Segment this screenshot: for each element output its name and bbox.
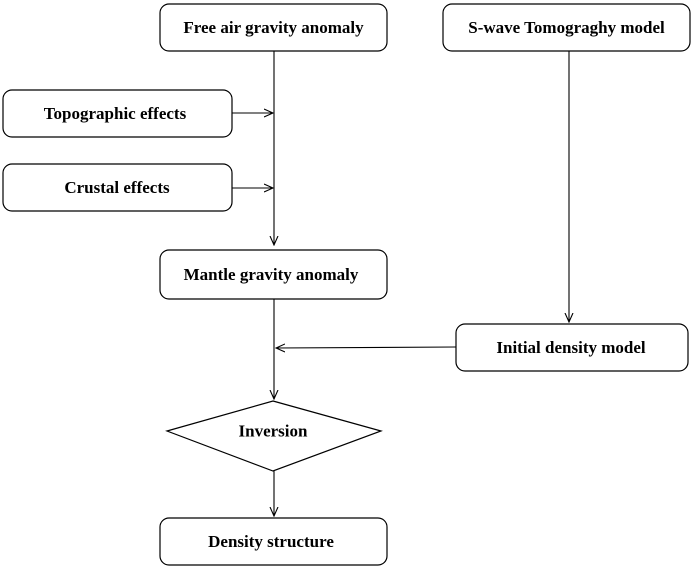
node-free-air-gravity-anomaly: Free air gravity anomaly (159, 3, 388, 52)
node-label: Inversion (239, 422, 309, 441)
node-label: Crustal effects (64, 178, 170, 197)
node-label: Initial density model (496, 338, 646, 357)
edge-initial-density-to-main (276, 347, 457, 348)
node-label: Free air gravity anomaly (183, 18, 364, 37)
node-density-structure: Density structure (159, 517, 388, 566)
edges (232, 51, 569, 516)
node-crustal-effects: Crustal effects (2, 163, 233, 212)
node-inversion: Inversion (165, 400, 383, 472)
node-initial-density-model: Initial density model (455, 323, 689, 372)
node-topographic-effects: Topographic effects (2, 89, 233, 138)
node-label: Density structure (208, 532, 334, 551)
node-label: Mantle gravity anomaly (184, 265, 359, 284)
node-label: S-wave Tomograghy model (468, 18, 665, 37)
node-s-wave-tomography-model: S-wave Tomograghy model (442, 3, 691, 52)
node-mantle-gravity-anomaly: Mantle gravity anomaly (159, 249, 388, 300)
node-label: Topographic effects (44, 104, 187, 123)
